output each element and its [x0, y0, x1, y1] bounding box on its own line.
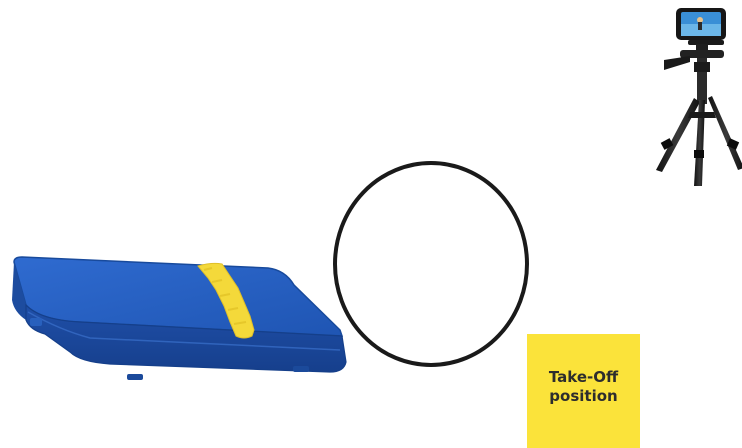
blue-landing-mat	[12, 257, 346, 380]
takeoff-position-marker: Take-Off position	[527, 334, 640, 448]
takeoff-label-line2: position	[549, 387, 617, 406]
tripod-with-phone	[656, 8, 742, 186]
takeoff-label-line1: Take-Off	[549, 368, 618, 387]
hoop-ring	[335, 163, 527, 365]
